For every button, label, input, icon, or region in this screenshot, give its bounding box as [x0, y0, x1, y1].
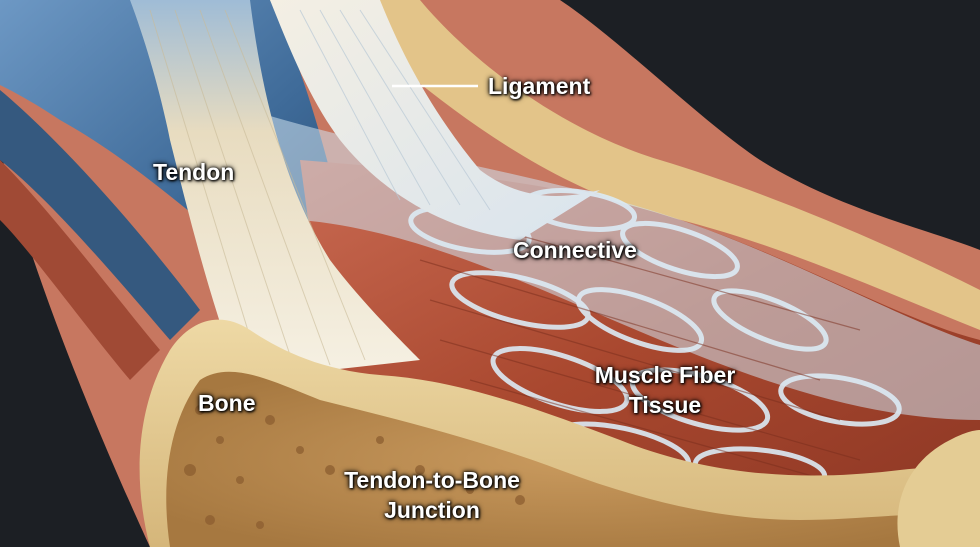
label-ligament: Ligament [488, 73, 591, 99]
ligament-fibers [299, 9, 491, 211]
right-bone-end [897, 430, 980, 547]
label-muscle-fiber-line1: Muscle Fiber [594, 362, 736, 388]
ligament [270, 0, 600, 240]
tendon [130, 0, 420, 380]
label-tendon: Tendon [153, 159, 235, 185]
tendon-fibers [149, 9, 366, 371]
label-junction-line2: Junction [384, 497, 480, 523]
label-tendon-to-bone-junction: Tendon-to-Bone Junction [310, 465, 554, 525]
label-muscle-fiber-line2: Tissue [628, 392, 702, 418]
label-muscle-fiber-tissue: Muscle Fiber Tissue [565, 360, 765, 420]
subcutaneous-fat [250, 0, 980, 330]
left-muscle [0, 160, 160, 380]
label-bone: Bone [198, 390, 256, 416]
label-connective: Connective [513, 237, 637, 263]
label-junction-line1: Tendon-to-Bone [344, 467, 520, 493]
bone-marrow [166, 371, 980, 547]
blue-tissue-strand [0, 90, 200, 340]
